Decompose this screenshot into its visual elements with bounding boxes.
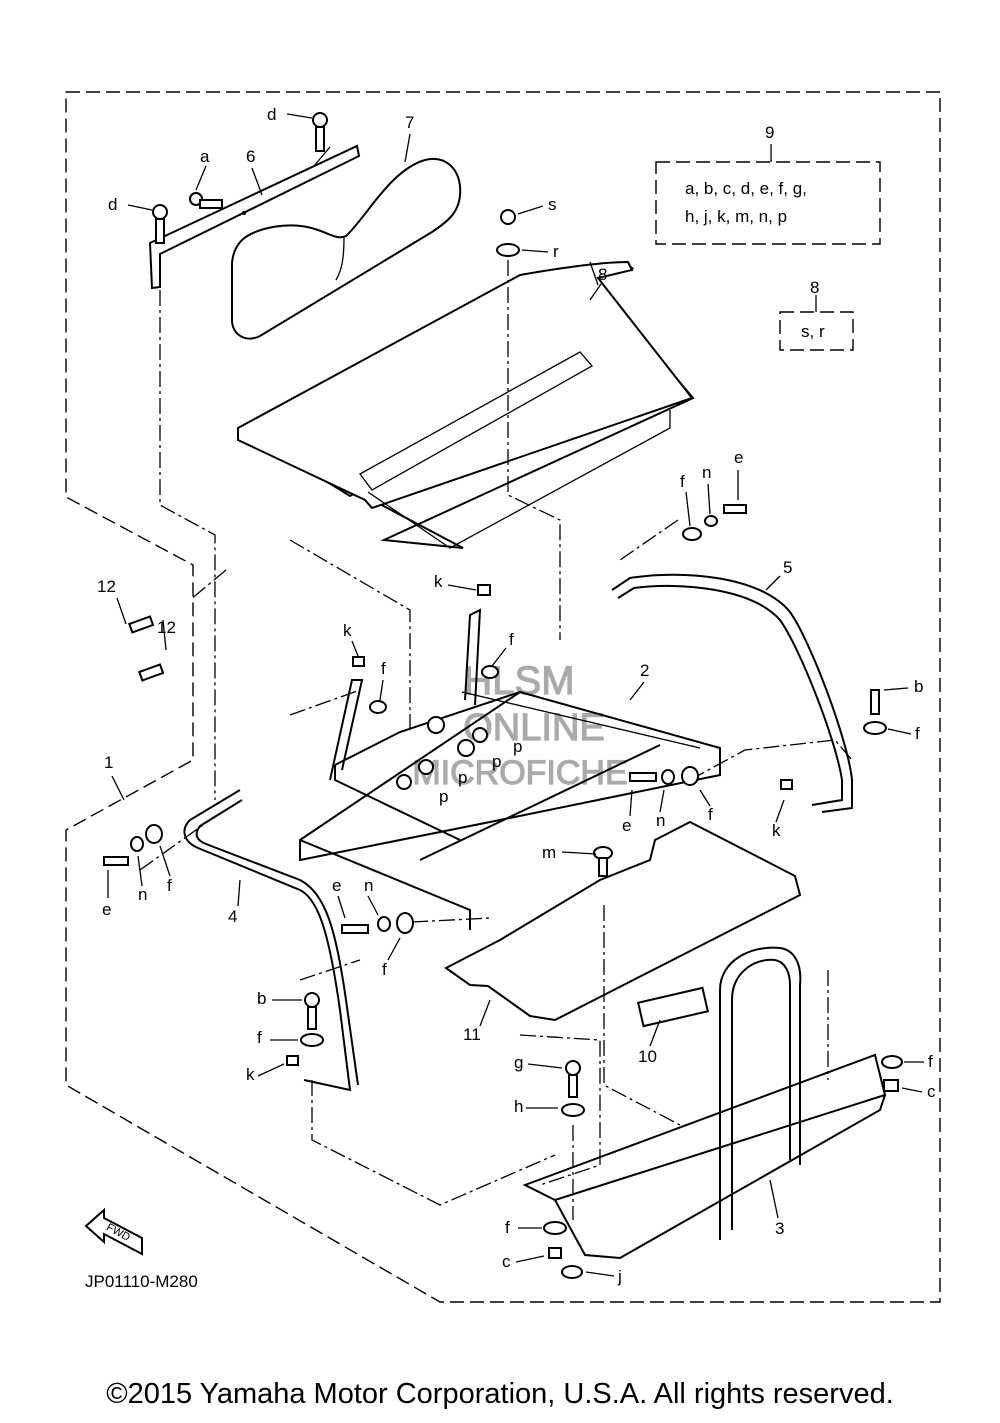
- hw-f6-label: f: [167, 876, 172, 895]
- hw-b1-label: b: [914, 677, 923, 696]
- hw-n2-label: n: [656, 811, 665, 830]
- kit-8-box: [779, 311, 854, 351]
- hw-n1-label: n: [702, 463, 711, 482]
- hw-r-label: r: [553, 242, 559, 261]
- hw-b2-label: b: [257, 989, 266, 1008]
- fwd-arrow: FWD: [84, 1207, 143, 1256]
- copyright-notice: ©2015 Yamaha Motor Corporation, U.S.A. A…: [106, 1378, 894, 1410]
- part-11-label: 11: [463, 1025, 481, 1044]
- hw-f5-label: f: [708, 805, 713, 824]
- hw-f4-label: f: [915, 724, 920, 743]
- assembly-boundary: [65, 91, 941, 1303]
- hw-k3-label: k: [772, 821, 781, 840]
- kit-9-line2: h, j, k, m, n, p: [685, 207, 787, 226]
- hw-k2-label: k: [343, 621, 352, 640]
- hw-e2-label: e: [622, 816, 631, 835]
- part-12a-label: 12: [97, 577, 116, 596]
- hw-p1-label: p: [513, 737, 522, 756]
- hw-h-label: h: [514, 1097, 523, 1116]
- hw-k4-label: k: [246, 1065, 255, 1084]
- fasteners: [103, 112, 903, 1279]
- handrail-right: [611, 573, 853, 813]
- hw-f7-label: f: [382, 960, 387, 979]
- seat-bracket: [148, 144, 361, 290]
- hw-e3-label: e: [102, 900, 111, 919]
- watermark-line1: HLSM: [463, 659, 574, 703]
- hw-e1-label: e: [734, 448, 743, 467]
- part-5-label: 5: [783, 558, 792, 577]
- watermark-line2: ONLINE: [463, 707, 604, 749]
- hw-n4-label: n: [364, 876, 373, 895]
- hw-f2-label: f: [509, 630, 514, 649]
- hw-f10-label: f: [505, 1218, 510, 1237]
- kit-9-line1: a, b, c, d, e, f, g,: [685, 179, 807, 198]
- hw-c2-label: c: [502, 1252, 511, 1271]
- seat-frame: [299, 608, 721, 930]
- part-code: JP01110-M280: [85, 1272, 198, 1291]
- part-2-label: 2: [640, 661, 649, 680]
- seat-base: [237, 260, 695, 549]
- hw-n3-label: n: [138, 885, 147, 904]
- hw-f9-label: f: [928, 1052, 933, 1071]
- part-1-label: 1: [104, 753, 113, 772]
- hw-p2-label: p: [492, 752, 501, 771]
- hw-p3-label: p: [458, 768, 467, 787]
- callout-leaders: [107, 113, 924, 1277]
- part-4-label: 4: [228, 907, 237, 926]
- rear-deck: [522, 946, 887, 1260]
- watermark-line3: MICROFICHE: [412, 754, 627, 792]
- handrail-left: [183, 789, 359, 1092]
- hw-d2-label: d: [108, 195, 117, 214]
- kit-9-number: 9: [765, 123, 774, 142]
- leader-lines: [139, 260, 853, 1220]
- hw-e4-label: e: [332, 876, 341, 895]
- part-6-label: 6: [246, 147, 255, 166]
- hw-c1-label: c: [927, 1082, 936, 1101]
- part-12b-label: 12: [157, 618, 176, 637]
- hw-a-label: a: [200, 147, 210, 166]
- part-8-label: 8: [598, 265, 607, 284]
- hw-f3-label: f: [381, 659, 386, 678]
- hw-j-label: j: [617, 1267, 622, 1286]
- hw-p4-label: p: [439, 787, 448, 806]
- floor-panel: [444, 820, 802, 1022]
- part-10-label: 10: [638, 1047, 657, 1066]
- hw-f1-label: f: [680, 472, 685, 491]
- hw-s-label: s: [548, 195, 557, 214]
- hw-d1-label: d: [267, 105, 276, 124]
- kit-8-number: 8: [810, 278, 819, 297]
- hw-m-label: m: [542, 843, 556, 862]
- hw-f8-label: f: [257, 1028, 262, 1047]
- hw-k1-label: k: [434, 572, 443, 591]
- backrest-cushion: [231, 157, 462, 340]
- hw-g-label: g: [514, 1053, 523, 1072]
- kit-8-line1: s, r: [801, 322, 825, 341]
- kit-9-box: [655, 161, 881, 245]
- part-3-label: 3: [775, 1219, 784, 1238]
- part-7-label: 7: [405, 113, 414, 132]
